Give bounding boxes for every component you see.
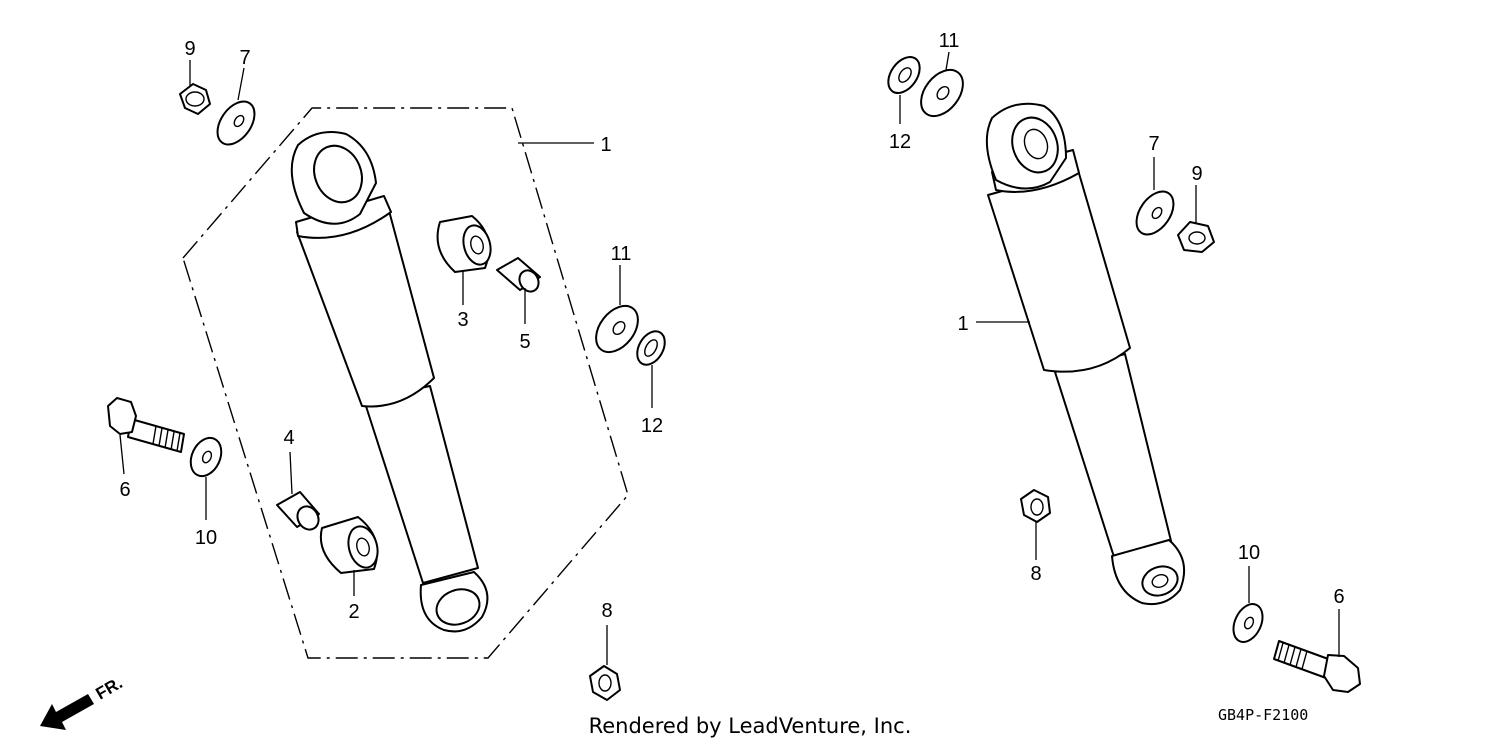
nut-part-9-right — [1177, 221, 1215, 253]
callout-9-left: 9 — [184, 38, 195, 60]
washer-part-7-right — [1135, 190, 1175, 236]
washer-part-11-left — [595, 304, 639, 354]
collar-part-5 — [496, 257, 541, 293]
callout-5-left: 5 — [519, 331, 530, 353]
washer-part-10-right — [1232, 603, 1264, 643]
callout-8-right: 8 — [1030, 563, 1041, 585]
callout-10-left: 10 — [195, 527, 217, 549]
render-credit: Rendered by LeadVenture, Inc. — [588, 714, 912, 738]
washer-part-10-left — [189, 436, 223, 478]
callout-6-right: 6 — [1333, 586, 1344, 608]
bushing-part-3 — [436, 215, 492, 273]
washer-part-12-left — [636, 330, 666, 366]
nut-part-8-right — [1020, 489, 1051, 523]
diagram-code: GB4P-F2100 — [1218, 706, 1308, 724]
callout-12-right: 12 — [889, 131, 911, 153]
washer-part-11-right — [920, 68, 964, 118]
nut-part-9-left — [179, 83, 211, 115]
callout-12-left: 12 — [641, 415, 663, 437]
callout-7-right: 7 — [1148, 133, 1159, 155]
callout-10-right: 10 — [1238, 542, 1260, 564]
callout-2-left: 2 — [348, 601, 359, 623]
callout-9-right: 9 — [1191, 163, 1202, 185]
callout-1-left: 1 — [600, 134, 611, 156]
callout-numbers: 1 2 3 4 5 6 7 8 9 10 11 12 1 6 7 8 9 10 … — [119, 30, 1344, 623]
bolt-part-6-left — [107, 397, 185, 453]
callout-11-right: 11 — [939, 30, 960, 52]
washer-part-12-right — [887, 55, 921, 95]
callout-8-left: 8 — [601, 600, 612, 622]
callout-3-left: 3 — [457, 309, 468, 331]
callout-11-left: 11 — [611, 243, 632, 265]
right-shock-absorber — [985, 102, 1186, 606]
bolt-part-6-right — [1273, 640, 1361, 693]
collar-part-4 — [276, 491, 320, 531]
washer-part-7-left — [216, 100, 256, 146]
callout-4-left: 4 — [283, 427, 294, 449]
bushing-part-2 — [319, 516, 379, 574]
left-shock-absorber — [290, 131, 489, 633]
callout-6-left: 6 — [119, 479, 130, 501]
front-arrow-icon — [40, 694, 94, 730]
callout-7-left: 7 — [239, 47, 250, 69]
left-assembly-group-outline — [182, 107, 629, 659]
callout-1-right: 1 — [957, 313, 968, 335]
front-direction-label: FR. — [93, 673, 126, 703]
leader-lines — [119, 51, 1340, 665]
nut-part-8-left — [589, 665, 621, 701]
